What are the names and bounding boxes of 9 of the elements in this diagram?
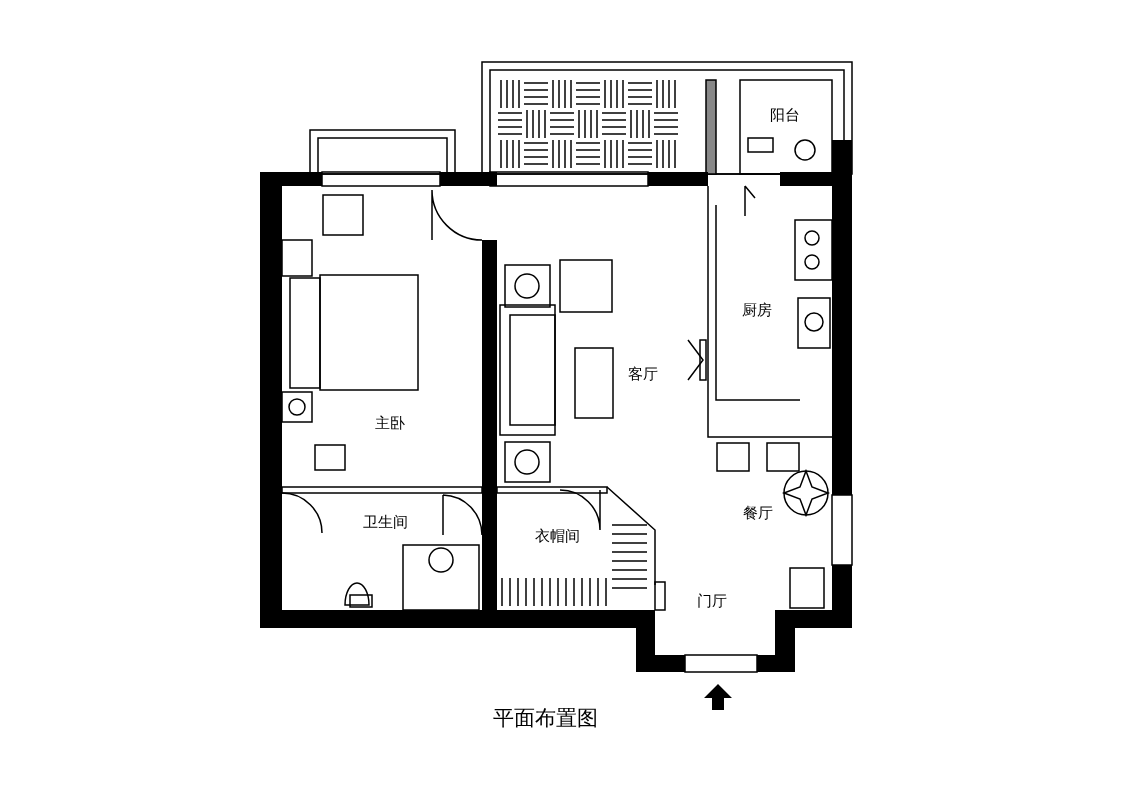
room-label: 卫生间 xyxy=(362,512,408,532)
room-label: 客厅 xyxy=(628,364,658,384)
room-label: 阳台 xyxy=(770,105,800,125)
title: 平面布置图 xyxy=(492,705,598,732)
room-label: 餐厅 xyxy=(743,503,773,523)
room-label: 主卧 xyxy=(375,413,405,433)
room-label: 门厅 xyxy=(697,591,727,611)
room-label: 厨房 xyxy=(742,300,772,320)
room-label: 衣帽间 xyxy=(534,526,580,546)
